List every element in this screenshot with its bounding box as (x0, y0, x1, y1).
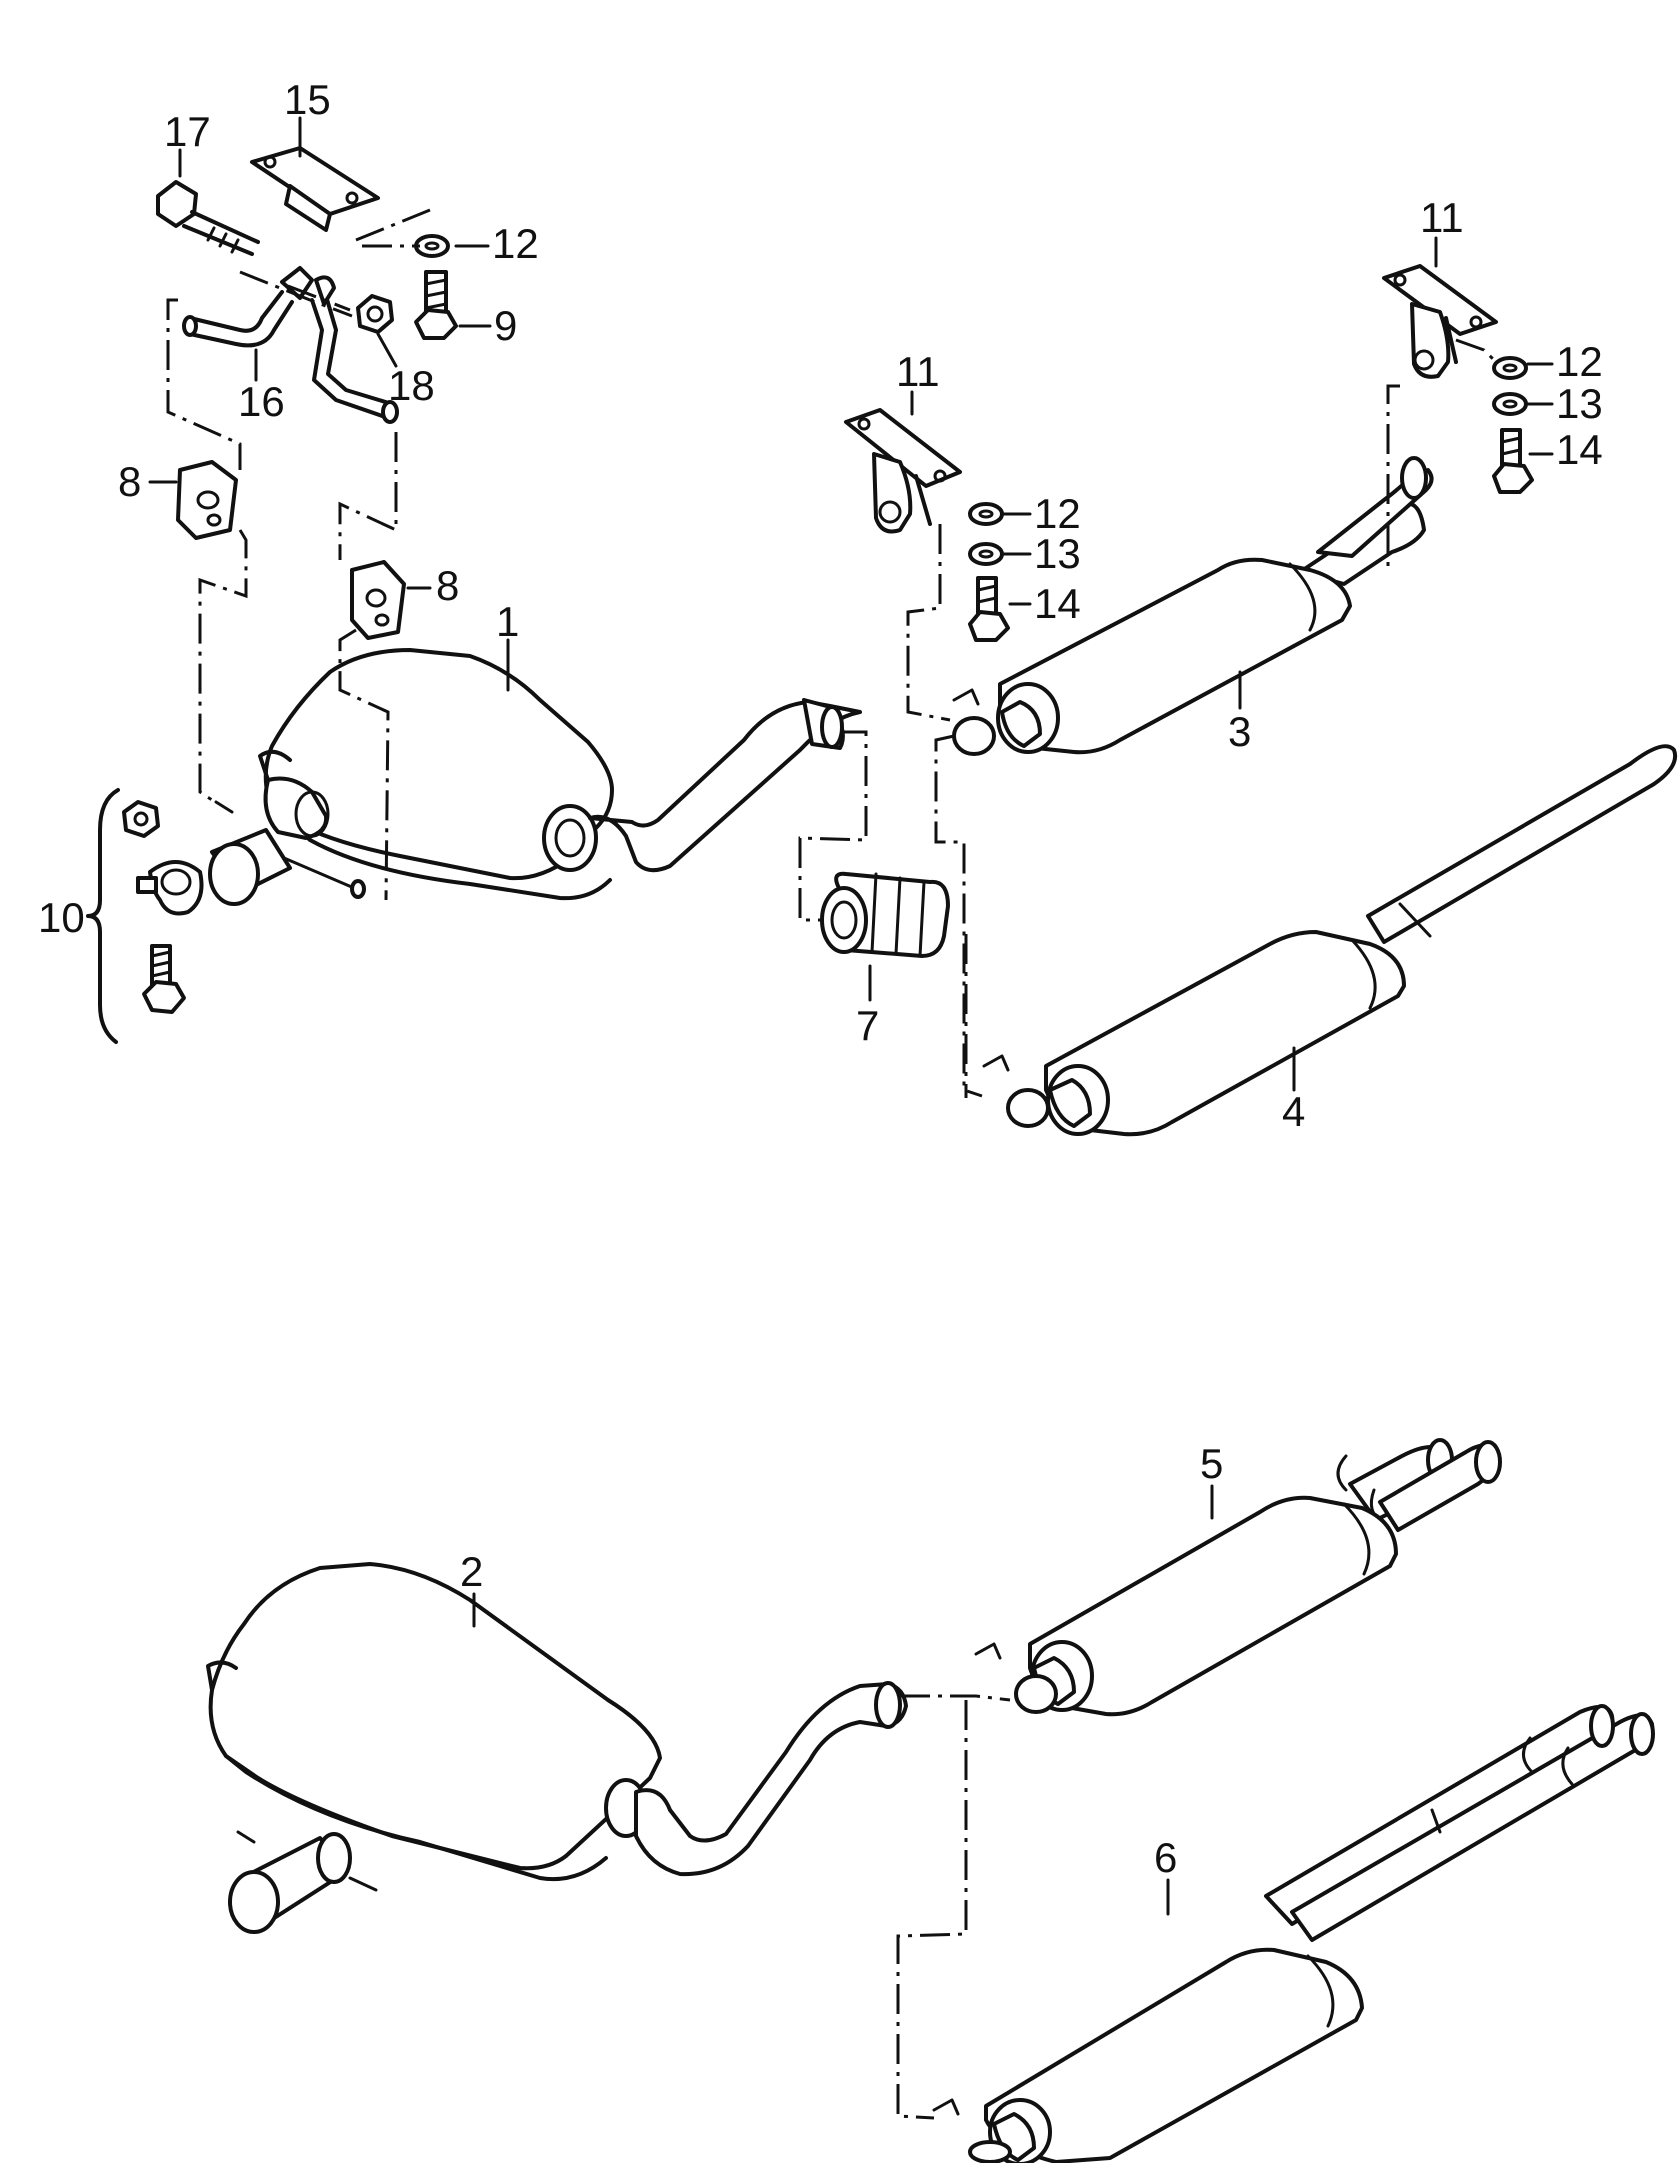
part-9-bolt (414, 270, 458, 340)
callout-2: 2 (460, 1548, 483, 1595)
callout-13-middle: 13 (1034, 530, 1081, 577)
part-5-rear-muffler (974, 1438, 1502, 1717)
part-13-washer-middle (968, 542, 1004, 566)
callout-6: 6 (1154, 1834, 1177, 1881)
part-18-nut (356, 294, 394, 334)
callout-1: 1 (496, 598, 519, 645)
part-17-bolt (156, 180, 260, 256)
part-11-hanger-middle (844, 408, 962, 534)
part-7-connector-sleeve (820, 871, 950, 958)
part-11-hanger-right (1382, 264, 1498, 379)
callout-15: 15 (284, 76, 331, 123)
part-12-washer-middle (968, 502, 1004, 526)
part-10-clamp-set (86, 788, 204, 1044)
assembly-lines (166, 208, 1496, 2120)
callout-16: 16 (238, 378, 285, 425)
callout-5: 5 (1200, 1440, 1223, 1487)
callout-14-right: 14 (1556, 426, 1603, 473)
part-6-rear-muffler (932, 1704, 1655, 2163)
callout-13-right: 13 (1556, 380, 1603, 427)
callout-12-top: 12 (492, 220, 539, 267)
part-3-rear-muffler (952, 456, 1434, 756)
callout-14-middle: 14 (1034, 580, 1081, 627)
part-14-bolt-right (1492, 428, 1534, 494)
callout-3: 3 (1228, 708, 1251, 755)
part-12-washer-right (1492, 356, 1528, 380)
callout-8-middle: 8 (436, 562, 459, 609)
callout-8-left: 8 (118, 458, 141, 505)
callout-9: 9 (494, 302, 517, 349)
callout-12-middle: 12 (1034, 490, 1081, 537)
callout-10: 10 (38, 894, 85, 941)
part-13-washer-right (1492, 392, 1528, 416)
part-8-rubber-mount-middle (350, 560, 406, 640)
callout-7: 7 (856, 1002, 879, 1049)
callout-12-right: 12 (1556, 338, 1603, 385)
part-2-front-muffler (206, 1562, 908, 1934)
callout-11-right: 11 (1420, 194, 1464, 241)
part-14-bolt-middle (968, 576, 1010, 642)
callout-18: 18 (388, 362, 435, 409)
part-1-front-muffler (208, 648, 862, 906)
callout-4: 4 (1282, 1088, 1305, 1135)
part-15-bracket (250, 146, 380, 232)
part-12-washer-top (414, 234, 450, 258)
callout-17: 17 (164, 108, 211, 155)
callout-11-middle: 11 (896, 348, 940, 395)
part-4-rear-muffler (982, 744, 1677, 1137)
callout-labels: 15 17 12 9 18 16 8 8 1 10 11 11 12 13 14… (38, 76, 1603, 1881)
part-8-rubber-mount-left (176, 460, 238, 540)
leader-lines (148, 116, 1554, 1916)
